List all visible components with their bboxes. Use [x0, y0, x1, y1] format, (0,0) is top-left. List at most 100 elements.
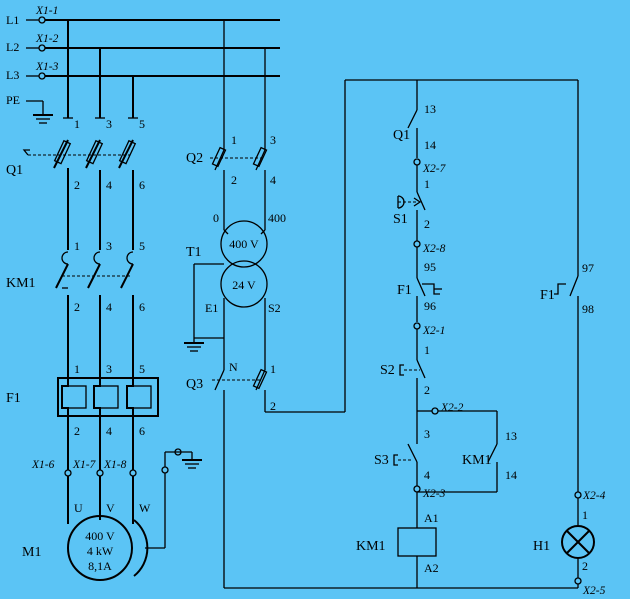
label-h1: H1: [533, 539, 550, 554]
q1-aux-14: 14: [424, 138, 436, 152]
t1-primary-voltage: 400 V: [229, 237, 259, 251]
contact-q1: [407, 109, 418, 129]
control-circuit: 13 Q1 14 X2-7 1 S1 2 X2-8 95 F1 96: [356, 80, 606, 597]
lamp-icon: [561, 525, 595, 559]
contact-km1-aux: [487, 443, 498, 463]
km1-aux-14: 14: [505, 468, 517, 482]
q2-term-2: 2: [231, 173, 237, 187]
motor-m1: [67, 515, 133, 581]
km1-term-5: 5: [139, 239, 145, 253]
q3-term-1: 1: [270, 362, 276, 376]
emergency-stop-s1: [397, 191, 426, 211]
t1-sec-s2: S2: [268, 301, 281, 315]
f1-term-96: 96: [424, 299, 436, 313]
overload-signal-contact-f1: [554, 275, 579, 297]
q3-term-2: 2: [270, 399, 276, 413]
f1-term-1: 1: [74, 362, 80, 376]
label-s3: S3: [374, 453, 389, 468]
km1-aux-13: 13: [505, 429, 517, 443]
term-x1-6: X1-6: [31, 459, 55, 471]
q2-term-3: 3: [270, 133, 276, 147]
term-x1-3: X1-3: [35, 61, 59, 73]
q3-term-n: N: [229, 360, 238, 374]
term-x2-3: X2-3: [422, 488, 446, 500]
q2-term-1: 1: [231, 133, 237, 147]
overload-relay-f1: [57, 377, 159, 417]
term-x1-2: X1-2: [35, 33, 59, 45]
f1-term-97: 97: [582, 261, 594, 275]
term-x2-7: X2-7: [422, 163, 447, 175]
f1-term-98: 98: [582, 302, 594, 316]
f1-term-95: 95: [424, 260, 436, 274]
breaker-q2: [210, 146, 268, 171]
q1-term-4: 4: [106, 178, 112, 192]
label-pe: PE: [6, 93, 20, 107]
transformer-circuit: 1 3 Q2 2 4 0 400 T1 400 V 24 V E1 S2: [184, 20, 578, 589]
transformer-secondary: [220, 260, 268, 308]
transformer-primary: [220, 220, 268, 268]
term-x2-4: X2-4: [582, 490, 606, 502]
f1-term-4: 4: [106, 424, 112, 438]
label-f1-aux: F1: [397, 283, 412, 298]
phase-v: V: [106, 501, 115, 515]
h1-term-2: 2: [582, 559, 588, 573]
breaker-q3: [212, 368, 268, 391]
motor-current: 8,1A: [88, 559, 112, 573]
s3-term-3: 3: [424, 427, 430, 441]
term-x1-8: X1-8: [103, 459, 127, 471]
term-x1-1: X1-1: [35, 5, 58, 17]
label-f1: F1: [6, 391, 21, 406]
s2-term-2: 2: [424, 383, 430, 397]
label-q1: Q1: [6, 163, 23, 178]
km1-term-6: 6: [139, 300, 145, 314]
phase-w: W: [139, 501, 151, 515]
label-km1-coil: KM1: [356, 539, 386, 554]
terminal-x1-3: [38, 72, 46, 80]
coil-a1: A1: [424, 511, 439, 525]
q1-term-1: 1: [74, 117, 80, 131]
supply-rails: L1 L2 L3 PE X1-1 X1-2 X1-3: [6, 5, 280, 124]
label-l2: L2: [6, 40, 19, 54]
breaker-q1: [22, 139, 137, 178]
s1-term-1: 1: [424, 177, 430, 191]
main-circuit: 1 3 5 Q1 2 4 6 KM1 1 3 5: [6, 20, 202, 581]
s3-term-4: 4: [424, 468, 430, 482]
f1-term-6: 6: [139, 424, 145, 438]
q1-term-2: 2: [74, 178, 80, 192]
km1-term-4: 4: [106, 300, 112, 314]
label-km1-aux: KM1: [462, 453, 492, 468]
q1-term-5: 5: [139, 117, 145, 131]
terminal-x1-2: [38, 44, 46, 52]
term-x2-1: X2-1: [422, 325, 445, 337]
t1-secondary-voltage: 24 V: [232, 278, 256, 292]
term-x2-2: X2-2: [440, 402, 464, 414]
f1-term-3: 3: [106, 362, 112, 376]
f1-term-2: 2: [74, 424, 80, 438]
term-x2-5: X2-5: [582, 585, 606, 597]
s1-term-2: 2: [424, 217, 430, 231]
label-l1: L1: [6, 13, 19, 27]
t1-prim-right: 400: [268, 211, 286, 225]
stop-button-s2: [399, 359, 426, 379]
t1-sec-e1: E1: [205, 301, 218, 315]
label-s2: S2: [380, 363, 395, 378]
label-q2: Q2: [186, 151, 203, 166]
motor-voltage: 400 V: [85, 529, 115, 543]
term-x2-8: X2-8: [422, 243, 446, 255]
contactor-km1: [55, 250, 145, 295]
overload-contact-f1: [416, 277, 442, 297]
km1-term-2: 2: [74, 300, 80, 314]
q1-term-3: 3: [106, 117, 112, 131]
term-x1-7: X1-7: [72, 459, 97, 471]
terminal-x1-1: [38, 16, 46, 24]
s2-term-1: 1: [424, 343, 430, 357]
h1-term-1: 1: [582, 508, 588, 522]
label-s1: S1: [393, 212, 408, 227]
label-f1-signal: F1: [540, 288, 555, 303]
km1-term-3: 3: [106, 239, 112, 253]
q2-term-4: 4: [270, 173, 276, 187]
label-l3: L3: [6, 68, 19, 82]
coil-km1: [397, 527, 437, 557]
label-m1: M1: [22, 545, 41, 560]
